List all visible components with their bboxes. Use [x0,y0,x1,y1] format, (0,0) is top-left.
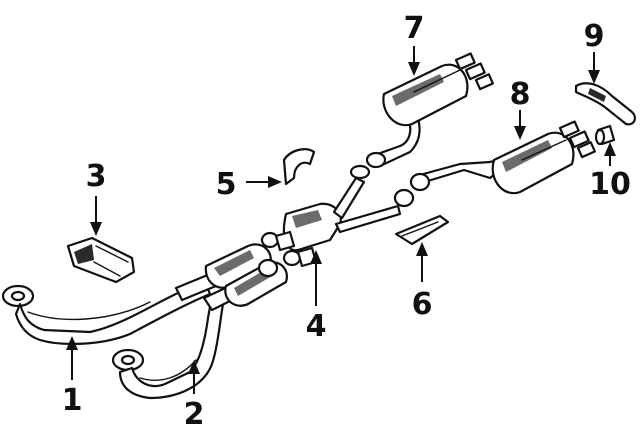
callout-10: 10 [589,167,631,202]
muffler-8 [409,120,596,195]
center-pipe-4 [260,176,402,268]
callout-8: 8 [510,77,531,112]
callout-1: 1 [62,383,83,418]
callout-5: 5 [216,167,237,202]
muffler-7 [365,52,494,169]
callout-7: 7 [404,11,425,46]
front-pipe-1 [1,272,218,346]
callout-6: 6 [412,287,433,322]
catalytic-converters [204,243,288,307]
exhaust-tip-10 [594,124,616,146]
callout-9: 9 [584,19,605,54]
gasket-5 [282,148,316,186]
callout-2: 2 [184,397,205,432]
rear-gaskets [349,164,415,208]
heat-shield-bracket-3 [66,236,136,284]
heat-shield-6 [394,214,450,246]
callout-3: 3 [86,159,107,194]
callout-leaders [66,46,616,394]
callout-numbers: 1 2 3 4 5 6 7 8 9 10 [62,11,631,432]
callout-4: 4 [306,309,327,344]
tail-trim-9 [574,82,636,126]
